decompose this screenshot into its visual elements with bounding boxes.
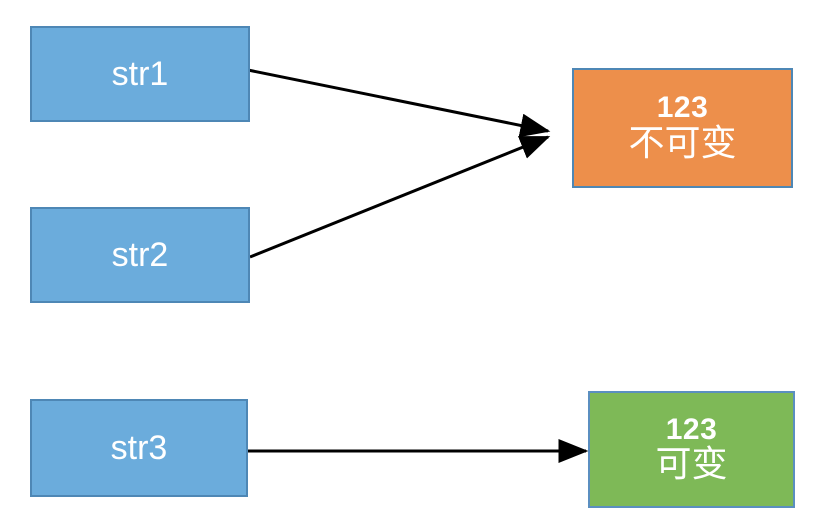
node-str1-label: str1 (111, 54, 169, 93)
node-mutable-value[interactable]: 123 可变 (588, 391, 795, 508)
node-mutable-value-number: 123 (665, 412, 718, 446)
node-str3[interactable]: str3 (30, 399, 248, 497)
node-str2-label: str2 (111, 235, 169, 274)
node-str3-label: str3 (110, 428, 168, 467)
node-str1[interactable]: str1 (30, 26, 250, 122)
node-str2[interactable]: str2 (30, 207, 250, 303)
arrow-str2-to-immutable (249, 135, 551, 259)
node-mutable-value-tag: 可变 (655, 444, 728, 486)
node-immutable-value-number: 123 (656, 91, 709, 125)
node-immutable-value[interactable]: 123 不可变 (572, 68, 793, 188)
arrow-str1-to-immutable (247, 68, 551, 138)
node-immutable-value-tag: 不可变 (628, 122, 737, 164)
